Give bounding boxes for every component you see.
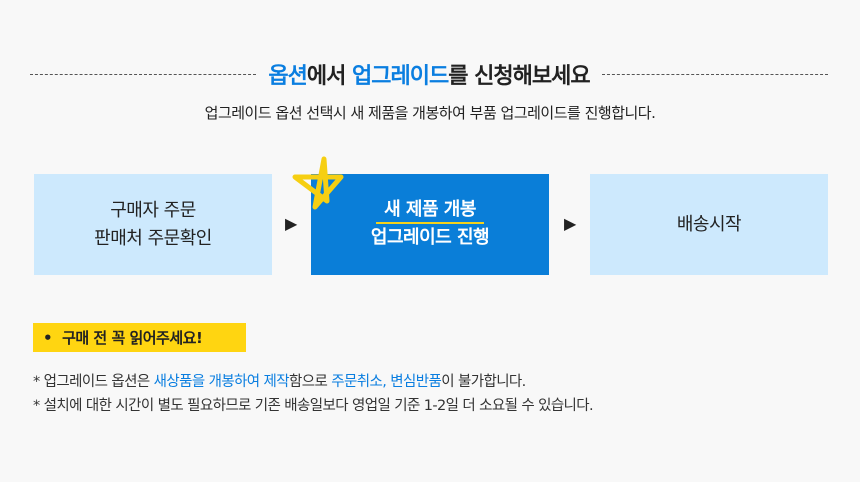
page-title: 옵션에서 업그레이드를 신청해보세요 [256,58,601,90]
title-text: 를 신청해보세요 [448,64,590,89]
notes: * 업그레이드 옵션은 새상품을 개봉하여 제작함으로 주문취소, 변심반품이 … [33,370,594,418]
arrow-right-icon: ▶ [564,214,577,233]
step-line: 배송시작 [676,213,742,235]
subtitle: 업그레이드 옵션 선택시 새 제품을 개봉하여 부품 업그레이드를 진행합니다. [204,104,656,122]
step-line: 구매자 주문 [110,199,196,221]
divider-right [601,73,829,75]
note-text: * 업그레이드 옵션은 [33,374,154,390]
note-item: * 업그레이드 옵션은 새상품을 개봉하여 제작함으로 주문취소, 변심반품이 … [33,370,593,394]
bullet-icon: • [43,328,53,347]
step-line: 업그레이드 진행 [370,226,490,248]
step-line: 새 제품 개봉 [376,198,484,224]
note-text: 함으로 [289,374,332,390]
divider-left [30,73,257,75]
note-item: * 설치에 대한 시간이 별도 필요하므로 기존 배송일보다 영업일 기준 1-… [33,394,594,418]
title-highlight: 업그레이드 [352,64,449,89]
step-shipping: 배송시작 [590,174,828,275]
note-text: * 설치에 대한 시간이 별도 필요하므로 기존 배송일보다 영업일 기준 1-… [33,398,594,414]
title-highlight: 옵션 [268,64,307,89]
section-header: 옵션에서 업그레이드를 신청해보세요 [30,58,829,90]
notice-badge: • 구매 전 꼭 읽어주세요! [33,323,246,352]
note-text: 이 불가합니다. [441,374,526,390]
step-line: 판매처 주문확인 [94,227,212,249]
notice-label: 구매 전 꼭 읽어주세요! [62,329,203,347]
arrow-right-icon: ▶ [285,214,298,233]
star-icon [292,156,344,210]
note-highlight: 주문취소, 변심반품 [331,374,442,390]
title-text: 에서 [306,64,353,89]
note-highlight: 새상품을 개봉하여 제작 [153,374,290,390]
